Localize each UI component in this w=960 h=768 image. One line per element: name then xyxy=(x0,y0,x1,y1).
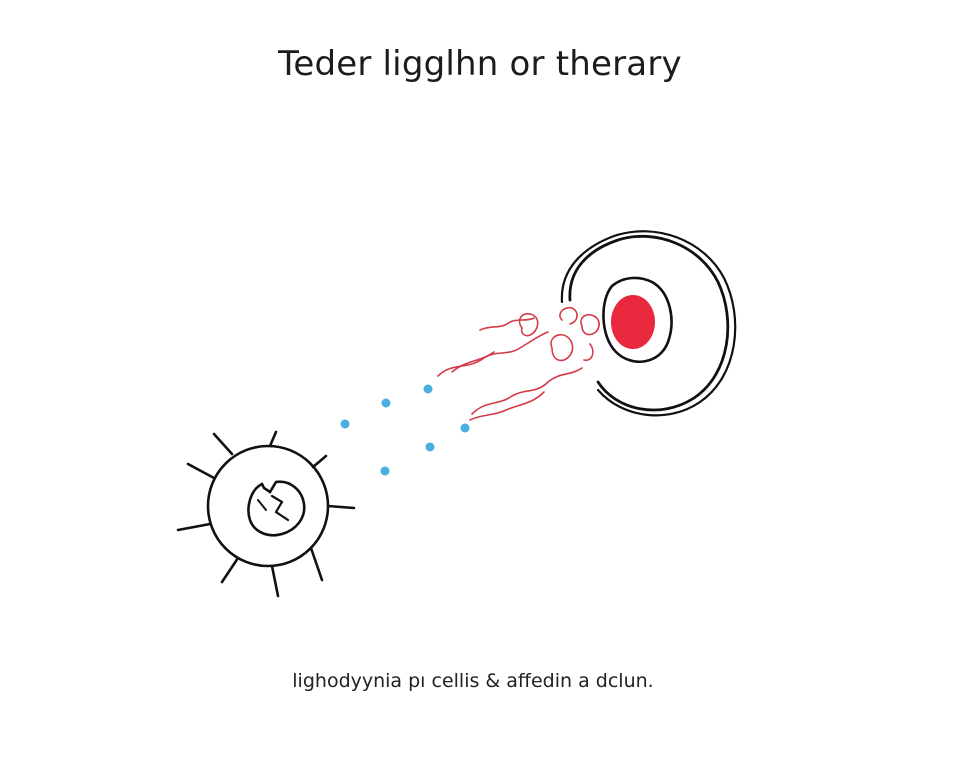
tendril-loop xyxy=(518,312,539,337)
nucleus-crack xyxy=(257,499,267,511)
tendril-path xyxy=(451,351,495,373)
cell-spike xyxy=(326,504,356,510)
light-particles xyxy=(340,384,470,476)
tendril-loop xyxy=(580,313,600,336)
particle-dot xyxy=(381,398,391,408)
particle-dot xyxy=(340,419,350,429)
cell-spike xyxy=(220,556,240,584)
tendril-path xyxy=(479,317,535,331)
tendril-path xyxy=(471,367,583,415)
nucleus-crack xyxy=(270,494,290,522)
diagram-title: Teder ligglhn or therary xyxy=(278,44,682,84)
diagram-caption: lighodyynia pı cellis & affedin a dclun. xyxy=(292,670,654,692)
target-cell-nucleus-ring xyxy=(602,276,673,363)
tendril-path xyxy=(469,391,545,421)
cell-spike xyxy=(309,546,324,582)
target-cell-icon xyxy=(560,230,737,417)
particle-dot xyxy=(460,423,470,433)
damaged-nucleus xyxy=(247,480,306,537)
cell-spike xyxy=(212,432,234,456)
particle-dot xyxy=(380,466,390,476)
cell-spike xyxy=(176,522,212,532)
target-cell-core xyxy=(611,295,655,349)
cell-spike xyxy=(186,462,216,480)
target-cell-outer-membrane-2 xyxy=(560,230,737,417)
target-cell-outer-membrane xyxy=(568,235,730,412)
cell-spike xyxy=(268,430,278,448)
signal-tendrils xyxy=(437,306,600,421)
particle-dot xyxy=(425,442,435,452)
cell-spike xyxy=(311,454,328,469)
tendril-loop xyxy=(550,333,574,362)
particle-dot xyxy=(423,384,433,394)
tendril-loop xyxy=(583,343,594,362)
tendril-loop xyxy=(559,306,578,325)
cell-spike xyxy=(270,564,280,598)
spiky-cell-icon xyxy=(176,430,356,598)
